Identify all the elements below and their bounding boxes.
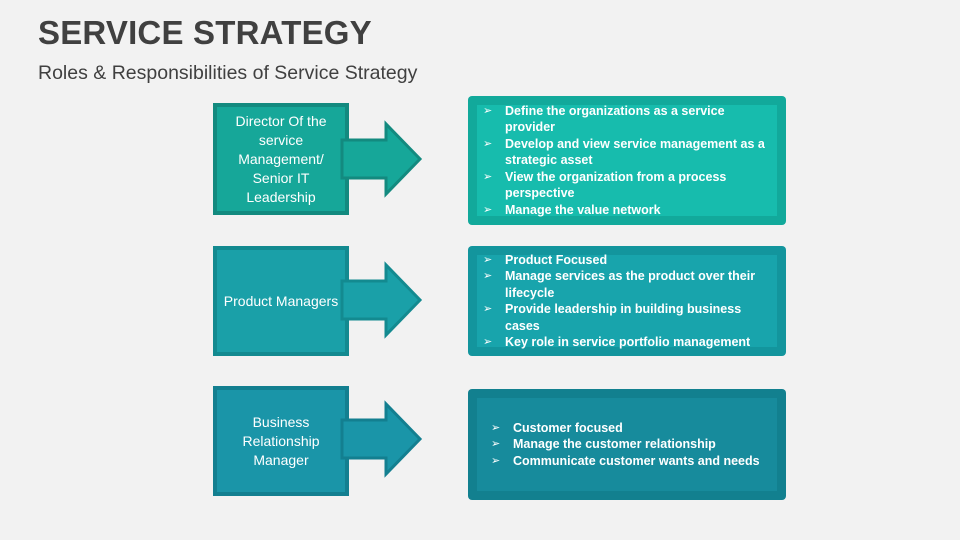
responsibility-text: Provide leadership in building business …: [505, 302, 742, 333]
arrow-bullet-icon: ➢: [483, 170, 493, 183]
role-label: Business Relationship Manager: [242, 413, 320, 468]
slide-title: SERVICE STRATEGY: [38, 14, 372, 51]
right-arrow-icon: [340, 261, 423, 339]
responsibility-item: ➢ Manage services as the product over the…: [477, 268, 777, 301]
responsibilities-panel-business-relationship-manager: ➢ Customer focused ➢ Manage the customer re…: [468, 389, 786, 500]
responsibilities-panel-director: ➢ Define the organizations as a service p…: [468, 96, 786, 225]
arrow-bullet-icon: ➢: [491, 421, 501, 434]
responsibility-item: ➢ Define the organizations as a service p…: [477, 103, 777, 136]
right-arrow-icon: [340, 400, 423, 478]
responsibility-item: ➢ Communicate customer wants and needs: [485, 453, 777, 470]
arrow-shape: [340, 120, 423, 198]
responsibilities-list-container: ➢ Define the organizations as a service p…: [477, 103, 777, 219]
responsibility-text: Manage services as the product over thei…: [505, 269, 756, 300]
responsibility-text: Customer focused: [513, 420, 623, 435]
role-box-director: Director Of the service Management/ Seni…: [213, 103, 349, 215]
responsibilities-list-container: ➢ Customer focused ➢ Manage the customer re…: [477, 398, 777, 491]
arrow-bullet-icon: ➢: [483, 253, 493, 266]
responsibility-text: Communicate customer wants and needs: [513, 453, 760, 468]
arrow-bullet-icon: ➢: [483, 203, 493, 216]
responsibilities-list-container: ➢ Product Focused ➢ Manage services as the …: [477, 253, 777, 349]
responsibility-text: Define the organizations as a service pr…: [505, 103, 725, 135]
right-arrow-icon: [340, 120, 423, 198]
arrow-bullet-icon: ➢: [483, 104, 493, 117]
responsibility-item: ➢ Manage the customer relationship: [485, 436, 777, 453]
slide-subtitle: Roles & Responsibilities of Service Stra…: [38, 62, 418, 84]
responsibility-text: Manage the value network: [505, 202, 661, 217]
responsibility-text: Product Focused: [505, 252, 608, 267]
responsibility-text: Develop and view service management as a…: [505, 136, 765, 168]
responsibilities-list: ➢ Define the organizations as a service p…: [477, 103, 777, 219]
responsibilities-panel-product-managers: ➢ Product Focused ➢ Manage services as the …: [468, 246, 786, 356]
arrow-bullet-icon: ➢: [483, 336, 493, 348]
responsibility-item: ➢ Customer focused: [485, 420, 777, 437]
role-box-product-managers: Product Managers: [213, 246, 349, 356]
responsibility-item: ➢ Provide leadership in building business…: [477, 301, 777, 334]
responsibilities-list: ➢ Customer focused ➢ Manage the customer re…: [477, 420, 777, 470]
responsibilities-list: ➢ Product Focused ➢ Manage services as the …: [477, 252, 777, 351]
arrow-bullet-icon: ➢: [483, 303, 493, 315]
role-label: Director Of the service Management/ Seni…: [235, 112, 327, 205]
responsibility-text: View the organization from a process per…: [505, 169, 727, 201]
role-label: Product Managers: [223, 292, 339, 309]
responsibility-text: Manage the customer relationship: [513, 437, 716, 452]
responsibility-item: ➢ Develop and view service management as …: [477, 136, 777, 169]
arrow-shape: [340, 261, 423, 339]
responsibility-text: Key role in service portfolio management: [505, 335, 751, 349]
arrow-bullet-icon: ➢: [483, 137, 493, 150]
responsibility-item: ➢ View the organization from a process pe…: [477, 169, 777, 202]
arrow-bullet-icon: ➢: [491, 438, 501, 451]
responsibility-item: ➢ Product Focused: [477, 252, 777, 269]
arrow-bullet-icon: ➢: [491, 454, 501, 467]
role-box-business-relationship-manager: Business Relationship Manager: [213, 386, 349, 496]
arrow-bullet-icon: ➢: [483, 270, 493, 282]
arrow-shape: [340, 400, 423, 478]
responsibility-item: ➢ Manage the value network: [477, 202, 777, 219]
responsibility-item: ➢ Key role in service portfolio managemen…: [477, 334, 777, 351]
